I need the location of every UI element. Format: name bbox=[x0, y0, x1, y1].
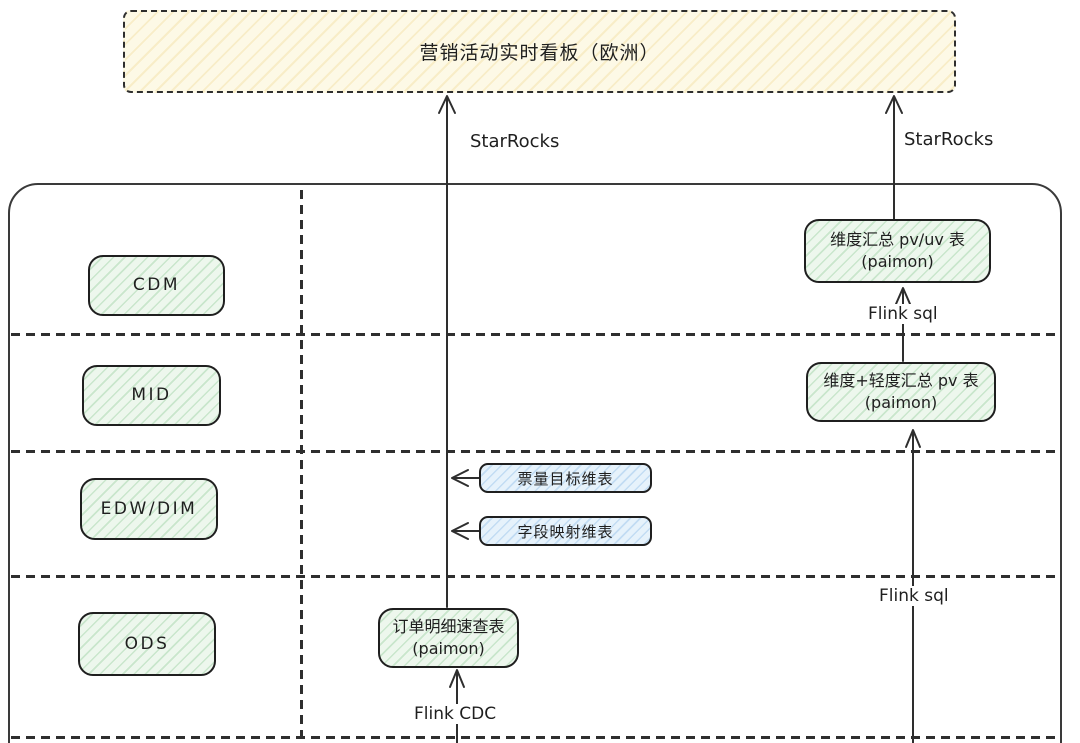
node-dim-light-summary-title: 维度+轻度汇总 pv 表 bbox=[823, 371, 979, 391]
dashboard-banner: 营销活动实时看板（欧洲） bbox=[123, 10, 956, 93]
layer-label-ods: ODS bbox=[124, 633, 170, 654]
row-divider-mid-edw bbox=[11, 450, 1060, 453]
node-dim-light-summary-pv: 维度+轻度汇总 pv 表 (paimon) bbox=[806, 362, 996, 422]
edge-label-starrocks-left: StarRocks bbox=[467, 131, 563, 152]
node-field-mapping-dim: 字段映射维表 bbox=[479, 516, 652, 546]
column-divider bbox=[300, 190, 303, 743]
node-ticket-target-label: 票量目标维表 bbox=[517, 469, 614, 488]
node-field-mapping-label: 字段映射维表 bbox=[517, 522, 614, 541]
node-dim-summary-pvuv: 维度汇总 pv/uv 表 (paimon) bbox=[804, 219, 991, 283]
row-divider-edw-ods bbox=[11, 575, 1060, 578]
layer-label-cdm: CDM bbox=[132, 275, 181, 296]
node-order-detail-title: 订单明细速查表 bbox=[392, 617, 505, 637]
row-divider-bottom bbox=[11, 736, 1060, 739]
node-ticket-target-dim: 票量目标维表 bbox=[479, 463, 652, 493]
row-divider-cdm-mid bbox=[11, 333, 1060, 336]
warehouse-container bbox=[8, 183, 1062, 743]
node-dim-light-summary-subtitle: (paimon) bbox=[864, 393, 938, 412]
layer-label-edw-dim: EDW/DIM bbox=[100, 498, 198, 519]
dashboard-title: 营销活动实时看板（欧洲） bbox=[419, 42, 660, 64]
edge-label-flink-sql-lower: Flink sql bbox=[876, 586, 952, 606]
node-order-detail-lookup: 订单明细速查表 (paimon) bbox=[378, 608, 519, 668]
node-dim-summary-pvuv-title: 维度汇总 pv/uv 表 bbox=[830, 230, 965, 250]
layer-chip-cdm: CDM bbox=[88, 255, 225, 316]
edge-label-flink-cdc: Flink CDC bbox=[411, 704, 500, 724]
edge-label-flink-sql-upper: Flink sql bbox=[865, 304, 941, 324]
layer-chip-ods: ODS bbox=[78, 612, 216, 676]
node-order-detail-subtitle: (paimon) bbox=[412, 639, 485, 658]
node-dim-summary-pvuv-subtitle: (paimon) bbox=[861, 252, 934, 271]
layer-chip-edw-dim: EDW/DIM bbox=[80, 478, 218, 540]
layer-chip-mid: MID bbox=[82, 365, 221, 426]
layer-label-mid: MID bbox=[131, 385, 172, 406]
edge-label-starrocks-right: StarRocks bbox=[901, 129, 997, 150]
